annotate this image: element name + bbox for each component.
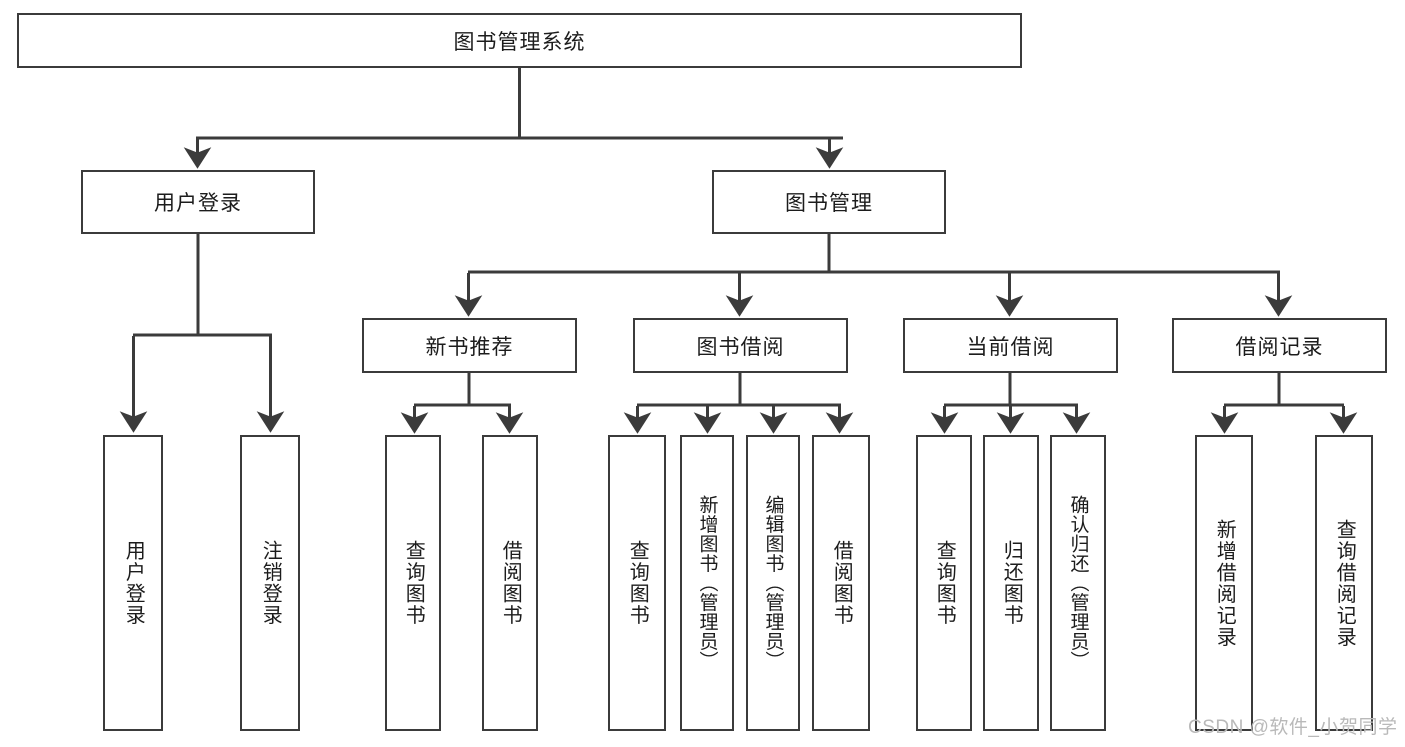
leaf-borrow-book[interactable]: 借阅图书	[812, 435, 870, 731]
leaf-add-borrow-record[interactable]: 新增借阅记录	[1195, 435, 1253, 731]
node-root[interactable]: 图书管理系统	[17, 13, 1022, 68]
node-borrow-record-label: 借阅记录	[1235, 335, 1324, 359]
leaf-query-book-current[interactable]: 查询图书	[916, 435, 972, 731]
leaf-query-borrow-record-label: 查询借阅记录	[1333, 518, 1356, 648]
leaf-logout-login[interactable]: 注销登录	[240, 435, 300, 731]
node-book-borrow-label: 图书借阅	[696, 335, 785, 359]
watermark-text: CSDN @软件_小贺同学	[1188, 717, 1398, 738]
leaf-user-login[interactable]: 用户登录	[103, 435, 163, 731]
leaf-add-book-admin-label: 新增图书（管理员）	[696, 495, 718, 671]
leaf-add-borrow-record-label: 新增借阅记录	[1213, 518, 1236, 648]
leaf-borrow-book-label: 借阅图书	[830, 540, 853, 626]
node-root-label: 图书管理系统	[453, 30, 586, 54]
leaf-query-book-current-label: 查询图书	[933, 540, 956, 626]
node-borrow-record[interactable]: 借阅记录	[1172, 318, 1387, 373]
node-user-login[interactable]: 用户登录	[81, 170, 315, 234]
leaf-query-borrow-record[interactable]: 查询借阅记录	[1315, 435, 1373, 731]
node-book-management[interactable]: 图书管理	[712, 170, 946, 234]
leaf-confirm-return-admin[interactable]: 确认归还（管理员）	[1050, 435, 1106, 731]
node-new-book-recommend[interactable]: 新书推荐	[362, 318, 577, 373]
leaf-edit-book-admin-label: 编辑图书（管理员）	[762, 495, 784, 671]
node-current-borrow-label: 当前借阅	[966, 335, 1055, 359]
leaf-query-book-recommend-label: 查询图书	[402, 540, 425, 626]
node-user-login-label: 用户登录	[154, 192, 242, 215]
leaf-borrow-book-recommend-label: 借阅图书	[499, 540, 522, 626]
leaf-confirm-return-admin-label: 确认归还（管理员）	[1067, 495, 1089, 671]
node-book-borrow[interactable]: 图书借阅	[633, 318, 848, 373]
leaf-borrow-book-recommend[interactable]: 借阅图书	[482, 435, 538, 731]
node-current-borrow[interactable]: 当前借阅	[903, 318, 1118, 373]
leaf-query-book-borrow-label: 查询图书	[626, 540, 649, 626]
leaf-edit-book-admin[interactable]: 编辑图书（管理员）	[746, 435, 800, 731]
leaf-query-book-borrow[interactable]: 查询图书	[608, 435, 666, 731]
node-book-management-label: 图书管理	[785, 192, 873, 215]
leaf-return-book-label: 归还图书	[1000, 540, 1023, 626]
leaf-query-book-recommend[interactable]: 查询图书	[385, 435, 441, 731]
leaf-return-book[interactable]: 归还图书	[983, 435, 1039, 731]
node-new-book-recommend-label: 新书推荐	[425, 335, 514, 359]
leaf-logout-login-label: 注销登录	[259, 540, 282, 626]
leaf-user-login-label: 用户登录	[122, 540, 145, 626]
leaf-add-book-admin[interactable]: 新增图书（管理员）	[680, 435, 734, 731]
